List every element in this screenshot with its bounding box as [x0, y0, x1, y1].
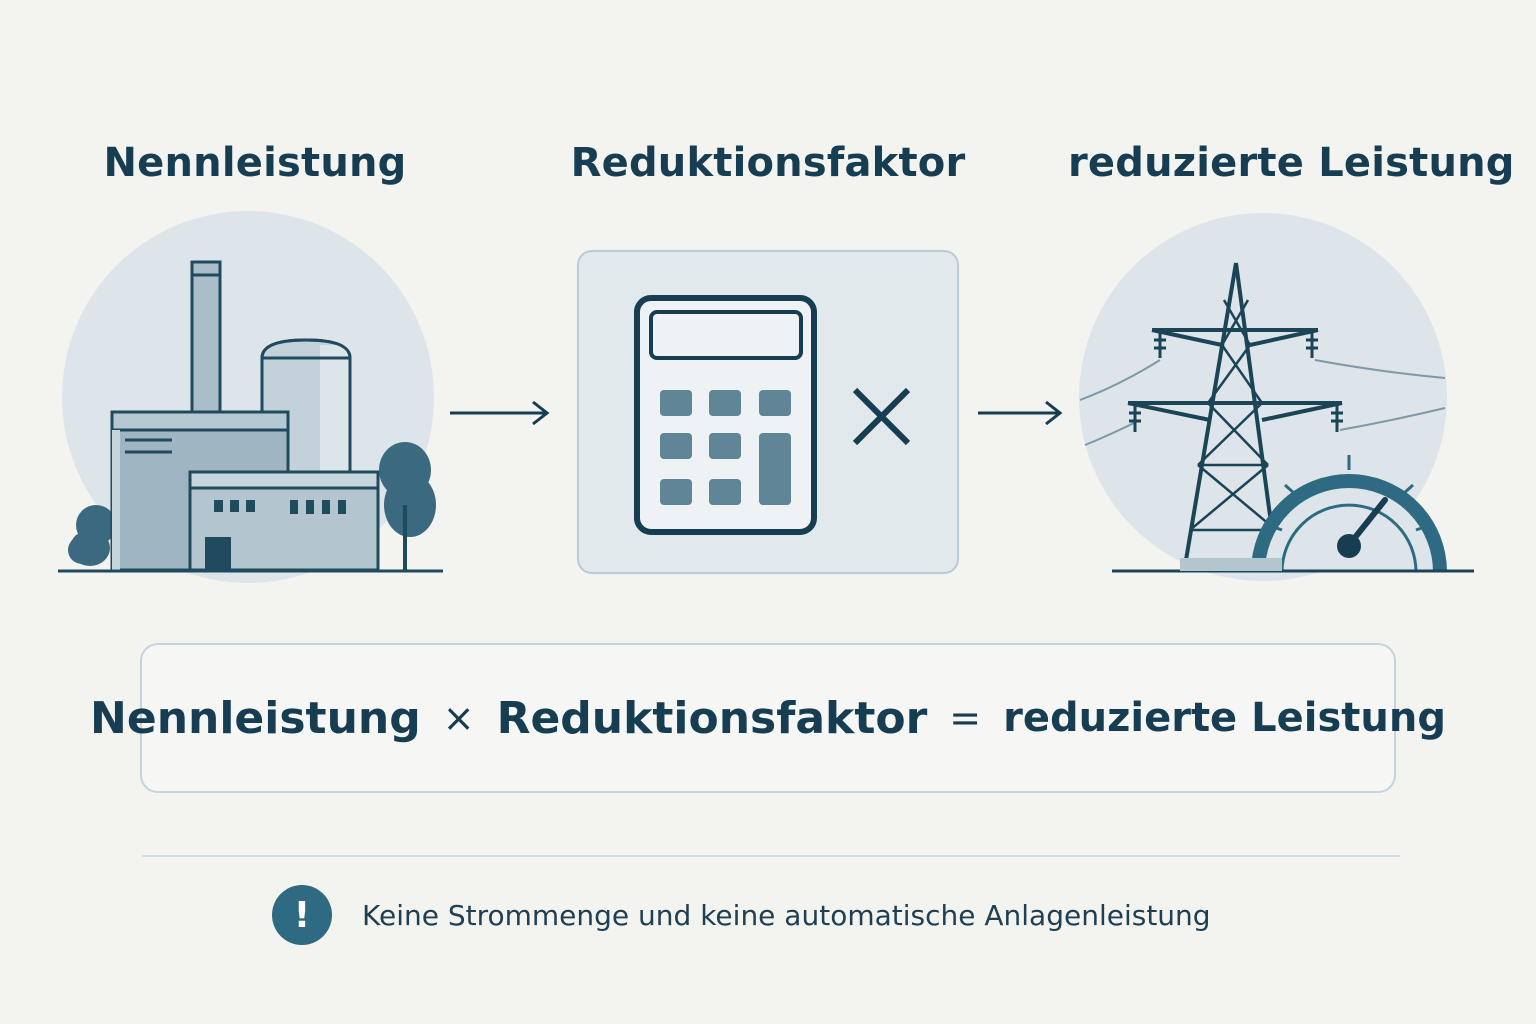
formula-box: Nennleistung × Reduktionsfaktor = reduzi… [90, 643, 1446, 793]
arrow-right-icon [978, 400, 1063, 426]
calculator-icon [577, 250, 959, 574]
note-text: Keine Strommenge und keine automatische … [362, 898, 1211, 932]
power-pylon-gauge-icon [1079, 213, 1474, 581]
formula-term-reduktionsfaktor: Reduktionsfaktor [496, 692, 928, 744]
formula-multiply-symbol: × [442, 696, 475, 740]
multiply-icon [852, 387, 911, 446]
power-plant-icon [58, 211, 443, 583]
note-row: ! Keine Strommenge und keine automatisch… [272, 885, 1211, 945]
formula-equals-symbol: = [949, 696, 982, 740]
divider [142, 855, 1400, 857]
title-reduzierte-leistung: reduzierte Leistung [1068, 140, 1515, 186]
exclamation-icon: ! [272, 885, 332, 945]
diagram-illustrations [58, 211, 1474, 583]
formula-term-nennleistung: Nennleistung [90, 692, 421, 744]
formula-term-reduzierte-leistung: reduzierte Leistung [1003, 695, 1446, 741]
title-nennleistung: Nennleistung [103, 140, 407, 186]
arrow-right-icon [450, 400, 550, 426]
title-reduktionsfaktor: Reduktionsfaktor [570, 140, 966, 186]
